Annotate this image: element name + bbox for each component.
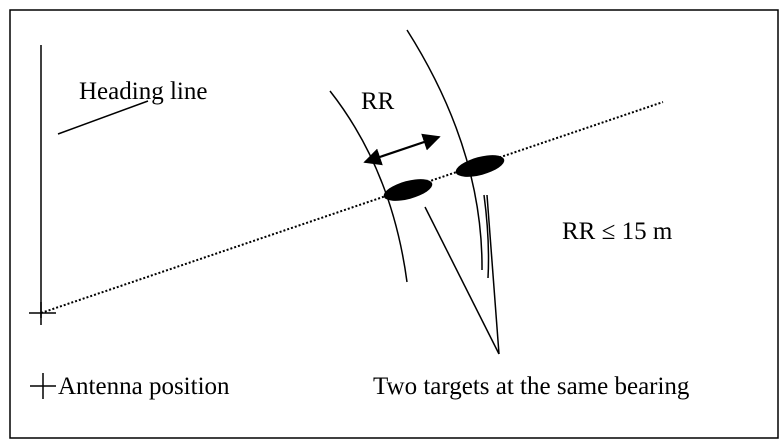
antenna-position-label: Antenna position xyxy=(58,373,230,400)
two-targets-label: Two targets at the same bearing xyxy=(373,373,690,400)
range-arc-inner xyxy=(329,90,408,283)
range-arc-stub xyxy=(483,194,490,279)
target-near-icon xyxy=(383,179,433,201)
heading-line-label: Heading line xyxy=(79,78,207,105)
range-arc-outer xyxy=(406,29,483,271)
bearing-line xyxy=(40,101,664,314)
rr-condition-label: RR ≤ 15 m xyxy=(562,218,673,245)
target-pointer-far xyxy=(486,194,500,355)
rr-label: RR xyxy=(361,88,395,115)
target-far-icon xyxy=(455,155,505,177)
target-pointer-near xyxy=(424,206,500,355)
rr-double-arrow-icon xyxy=(363,133,441,166)
diagram-frame xyxy=(9,9,779,439)
heading-line-pointer xyxy=(57,100,149,135)
legend-cross-icon xyxy=(30,373,56,399)
